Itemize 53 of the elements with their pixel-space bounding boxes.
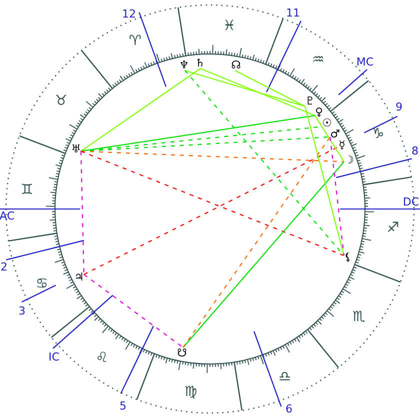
- zodiac-sign-symbol: ♒: [312, 53, 324, 68]
- house-cusp-label: MC: [356, 56, 374, 68]
- planet-symbol: ☊: [231, 60, 241, 70]
- house-cusp-label: 9: [396, 102, 402, 112]
- zodiac-sign-symbol: ♓: [222, 19, 236, 33]
- aspect-line: [182, 136, 331, 348]
- planet-symbol: ♀: [314, 106, 324, 118]
- aspect-line: [182, 161, 344, 348]
- zodiac-sign-symbol: ♏: [352, 310, 366, 324]
- zodiac-sign-symbol: ♌: [96, 350, 108, 365]
- aspect-line: [234, 70, 306, 107]
- house-cusp-label: 6: [286, 404, 292, 414]
- planet-symbol: ☿: [338, 140, 346, 150]
- planet-symbol: ☉: [322, 118, 332, 128]
- planet-symbol: ☽: [344, 154, 354, 166]
- aspect-line: [80, 68, 201, 152]
- aspect-line: [184, 70, 344, 256]
- aspect-line: [84, 146, 339, 275]
- house-cusp-label: IC: [48, 352, 60, 362]
- zodiac-sign-symbol: ♈: [128, 34, 142, 48]
- zodiac-sign-symbol: ♑: [372, 127, 384, 142]
- zodiac-sign-symbol: ♍: [184, 384, 198, 399]
- planet-symbol: ♅: [71, 144, 81, 154]
- planet-symbol: ♂: [330, 128, 340, 140]
- planet-symbol: ♃: [74, 272, 84, 282]
- house-cusp-label: 8: [412, 146, 418, 156]
- zodiac-sign-symbol: ♋: [36, 276, 48, 291]
- aspect-line: [200, 68, 316, 116]
- planet-symbol: ♆: [179, 60, 189, 70]
- house-cusp-label: 3: [18, 306, 26, 316]
- house-cusp-label: 5: [120, 400, 126, 412]
- planet-symbol: ♇: [305, 96, 315, 106]
- house-cusp-label: 12: [122, 8, 136, 20]
- zodiac-sign-symbol: ♊: [20, 182, 34, 197]
- aspect-line: [80, 115, 316, 152]
- aspect-line: [314, 115, 345, 162]
- aspect-line: [304, 106, 344, 256]
- aspect-line: [80, 150, 344, 256]
- house-cusp-label: 2: [0, 262, 8, 272]
- zodiac-sign-symbol: ♐: [386, 221, 400, 236]
- zodiac-sign-symbol: ♎: [278, 370, 292, 384]
- house-cusp-label: DC: [402, 196, 420, 208]
- zodiac-sign-symbol: ♉: [54, 94, 68, 108]
- planet-symbol: ⚸: [344, 252, 352, 262]
- aspect-line: [184, 70, 306, 107]
- aspect-line: [80, 136, 330, 152]
- aspect-line: [84, 274, 184, 348]
- planet-symbol: ☋: [177, 348, 187, 358]
- aspect-line: [80, 151, 84, 274]
- house-cusp-label: 11: [286, 8, 300, 18]
- aspect-line: [80, 150, 344, 162]
- aspect-line: [330, 136, 345, 256]
- planet-symbol: ♄: [195, 58, 205, 68]
